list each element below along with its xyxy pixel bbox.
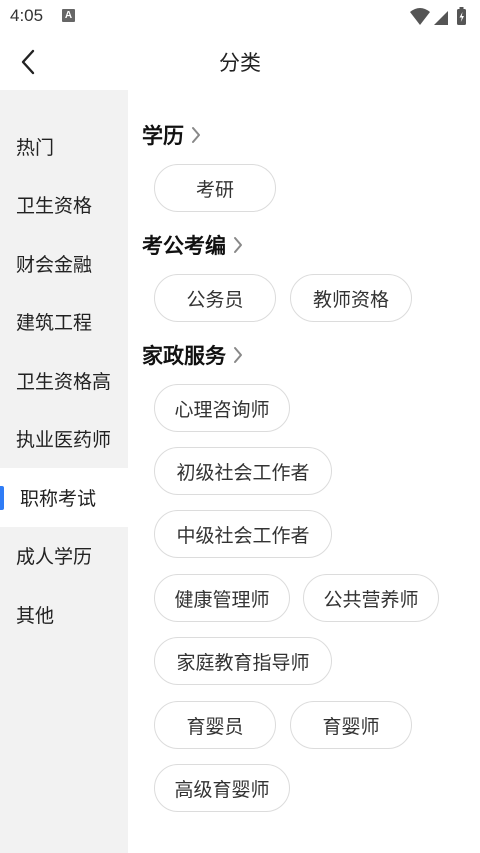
sidebar-item-pharmacist[interactable]: 执业医药师 — [0, 410, 128, 469]
chip-label: 中级社会工作者 — [176, 524, 310, 547]
chip-label: 高级育婴师 — [174, 778, 270, 801]
sidebar-item-label: 卫生资格 — [16, 195, 93, 218]
sidebar-item-label: 其他 — [16, 604, 55, 627]
sidebar-item-other[interactable]: 其他 — [0, 585, 128, 644]
chip-label: 公共营养师 — [323, 588, 419, 611]
chip-family-education-instructor[interactable]: 家庭教育指导师 — [154, 637, 332, 685]
section-title-label: 家政服务 — [142, 344, 226, 368]
battery-icon — [457, 7, 466, 25]
chevron-left-icon — [21, 49, 35, 75]
section-title-housekeeping[interactable]: 家政服务 — [142, 340, 244, 370]
sidebar-item-adult-education[interactable]: 成人学历 — [0, 527, 128, 586]
section-title-education[interactable]: 学历 — [142, 120, 202, 150]
chip-label: 育婴员 — [186, 715, 244, 738]
chip-civil-servant[interactable]: 公务员 — [154, 274, 276, 322]
chip-label: 教师资格 — [312, 288, 389, 311]
sidebar-item-label: 卫生资格高 — [16, 370, 112, 393]
section-title-civil-service[interactable]: 考公考编 — [142, 230, 244, 260]
status-icons — [408, 6, 472, 26]
chip-psychological-counselor[interactable]: 心理咨询师 — [154, 384, 290, 432]
wifi-icon — [410, 8, 430, 25]
chip-childcare-specialist[interactable]: 育婴师 — [290, 701, 412, 749]
chip-public-nutritionist[interactable]: 公共营养师 — [303, 574, 439, 622]
chip-senior-childcare-specialist[interactable]: 高级育婴师 — [154, 764, 290, 812]
chip-label: 健康管理师 — [174, 588, 270, 611]
chip-label: 初级社会工作者 — [176, 461, 310, 484]
sidebar-item-construction[interactable]: 建筑工程 — [0, 293, 128, 352]
chip-teacher-qualification[interactable]: 教师资格 — [290, 274, 412, 322]
status-bar: 4:05 A — [0, 0, 480, 34]
sidebar-item-finance[interactable]: 财会金融 — [0, 234, 128, 293]
category-sidebar: 热门 卫生资格 财会金融 建筑工程 卫生资格高 执业医药师 职称考试 成人学历 … — [0, 90, 128, 853]
sidebar-item-label: 职称考试 — [20, 487, 97, 510]
active-indicator — [0, 486, 4, 510]
chip-label: 考研 — [195, 178, 234, 201]
category-content: 学历 考研 考公考编 公务员 教师资格 家政服务 心理咨询师 初级社会工作者 中… — [128, 90, 480, 853]
page-title: 分类 — [219, 51, 261, 75]
chip-childcare-worker[interactable]: 育婴员 — [154, 701, 276, 749]
chip-health-manager[interactable]: 健康管理师 — [154, 574, 290, 622]
chip-label: 家庭教育指导师 — [176, 651, 310, 674]
signal-icon — [434, 11, 448, 25]
chevron-right-icon — [192, 127, 200, 143]
sidebar-item-label: 成人学历 — [16, 546, 93, 569]
notification-a-icon: A — [62, 9, 75, 22]
sidebar-item-label: 执业医药师 — [16, 429, 112, 452]
sidebar-item-professional-title[interactable]: 职称考试 — [0, 468, 128, 527]
chip-label: 心理咨询师 — [174, 398, 270, 421]
sidebar-item-label: 建筑工程 — [16, 312, 93, 335]
sidebar-item-label: 热门 — [16, 136, 55, 159]
chip-junior-social-worker[interactable]: 初级社会工作者 — [154, 447, 332, 495]
chip-postgraduate[interactable]: 考研 — [154, 164, 276, 212]
sidebar-item-health-senior[interactable]: 卫生资格高 — [0, 351, 128, 410]
chevron-right-icon — [234, 237, 242, 253]
section-title-label: 考公考编 — [142, 234, 226, 258]
chevron-right-icon — [234, 347, 242, 363]
back-button[interactable] — [12, 46, 44, 78]
sidebar-item-health-qualification[interactable]: 卫生资格 — [0, 176, 128, 235]
status-time: 4:05 — [10, 6, 44, 25]
chip-label: 育婴师 — [322, 715, 380, 738]
chip-label: 公务员 — [186, 288, 244, 311]
section-title-label: 学历 — [142, 124, 184, 148]
sidebar-item-hot[interactable]: 热门 — [0, 117, 128, 176]
chip-intermediate-social-worker[interactable]: 中级社会工作者 — [154, 510, 332, 558]
header: 分类 — [0, 34, 480, 90]
sidebar-item-label: 财会金融 — [16, 253, 93, 276]
